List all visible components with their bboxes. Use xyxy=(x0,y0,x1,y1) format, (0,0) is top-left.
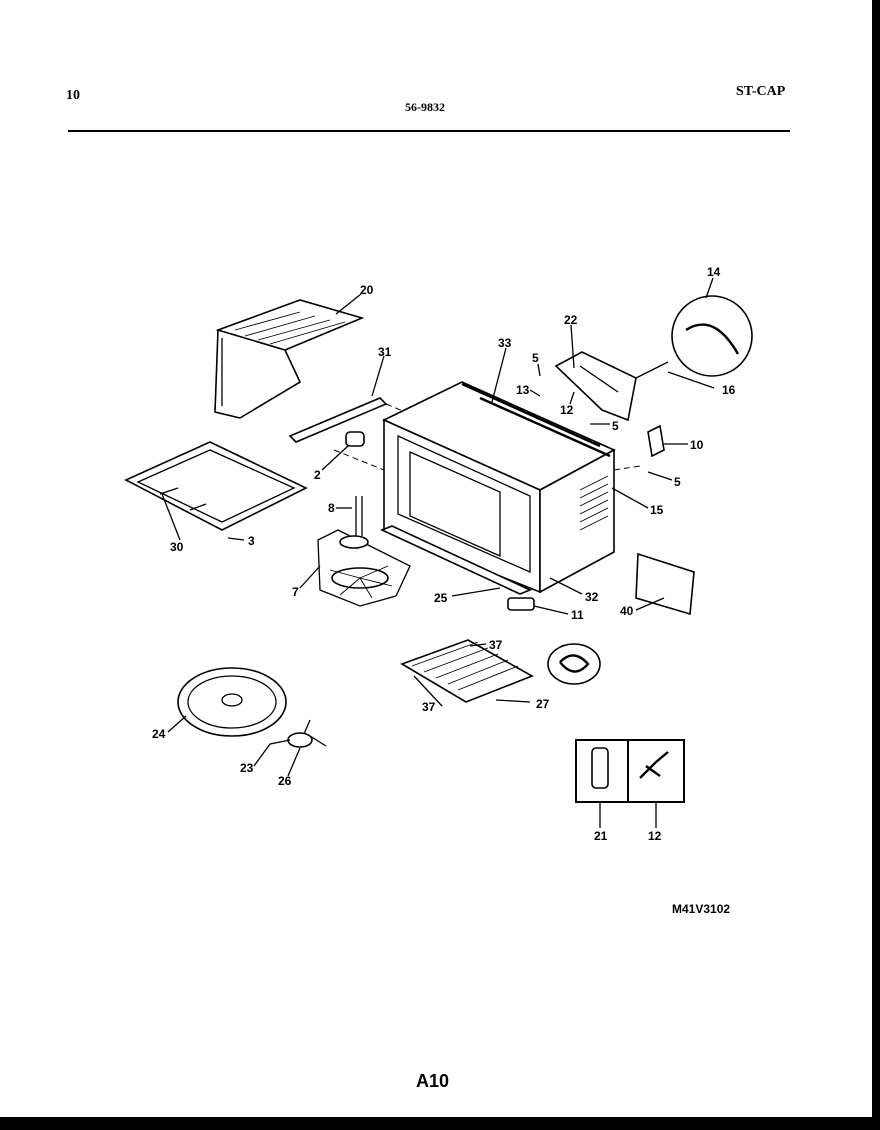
side-panel-part xyxy=(635,552,695,616)
callout-12-main: 12 xyxy=(560,403,574,417)
small-plate-part xyxy=(647,424,665,458)
bottom-tray-part xyxy=(124,441,308,531)
rack-part xyxy=(400,639,601,703)
turntable-part xyxy=(177,667,287,737)
header-page-left: 10 xyxy=(66,88,80,103)
callout-12-box: 12 xyxy=(648,829,662,843)
callout-40: 40 xyxy=(620,604,634,618)
boxed-parts xyxy=(575,739,685,803)
callout-31: 31 xyxy=(378,345,392,359)
clip-part xyxy=(345,431,365,447)
leader-lines xyxy=(161,277,715,828)
callout-23: 23 xyxy=(240,761,254,775)
header-model: 56-9832 xyxy=(405,100,445,114)
callout-16: 16 xyxy=(722,383,736,397)
header-rule xyxy=(68,130,790,132)
detail-circle-part xyxy=(671,295,753,377)
callout-30: 30 xyxy=(170,540,184,554)
callout-20: 20 xyxy=(360,283,374,297)
callout-3: 3 xyxy=(248,534,255,548)
diagram-code: M41V3102 xyxy=(672,902,731,916)
callout-32: 32 xyxy=(585,590,599,604)
callout-21: 21 xyxy=(594,829,608,843)
callout-15: 15 xyxy=(650,503,664,517)
callout-8: 8 xyxy=(328,501,335,515)
callout-13: 13 xyxy=(516,383,530,397)
callout-37-bottom: 37 xyxy=(422,700,436,714)
callout-24: 24 xyxy=(152,727,166,741)
roller-part xyxy=(269,719,327,748)
top-cover-part xyxy=(214,299,365,419)
header-variant: ST-CAP xyxy=(736,84,786,99)
callout-5-mid: 5 xyxy=(612,419,619,433)
callout-33: 33 xyxy=(498,336,512,350)
callout-2: 2 xyxy=(314,468,321,482)
callout-5-top: 5 xyxy=(532,351,539,365)
callout-26: 26 xyxy=(278,774,292,788)
callout-22: 22 xyxy=(564,313,578,327)
callout-37-top: 37 xyxy=(489,638,503,652)
callout-5-right: 5 xyxy=(674,475,681,489)
callout-10: 10 xyxy=(690,438,704,452)
callout-11: 11 xyxy=(571,608,584,622)
callout-27: 27 xyxy=(536,697,550,711)
callout-25: 25 xyxy=(434,591,448,605)
page-number: A10 xyxy=(416,1071,450,1091)
stirrer-fan-part xyxy=(317,496,411,607)
control-bracket-part xyxy=(554,351,669,422)
callout-14: 14 xyxy=(707,265,721,279)
callout-labels: 20 31 33 22 14 5 13 12 16 5 10 5 15 2 8 … xyxy=(152,265,736,843)
callout-7: 7 xyxy=(292,585,299,599)
parts-sheet xyxy=(0,0,872,1117)
cavity-part xyxy=(379,381,616,611)
